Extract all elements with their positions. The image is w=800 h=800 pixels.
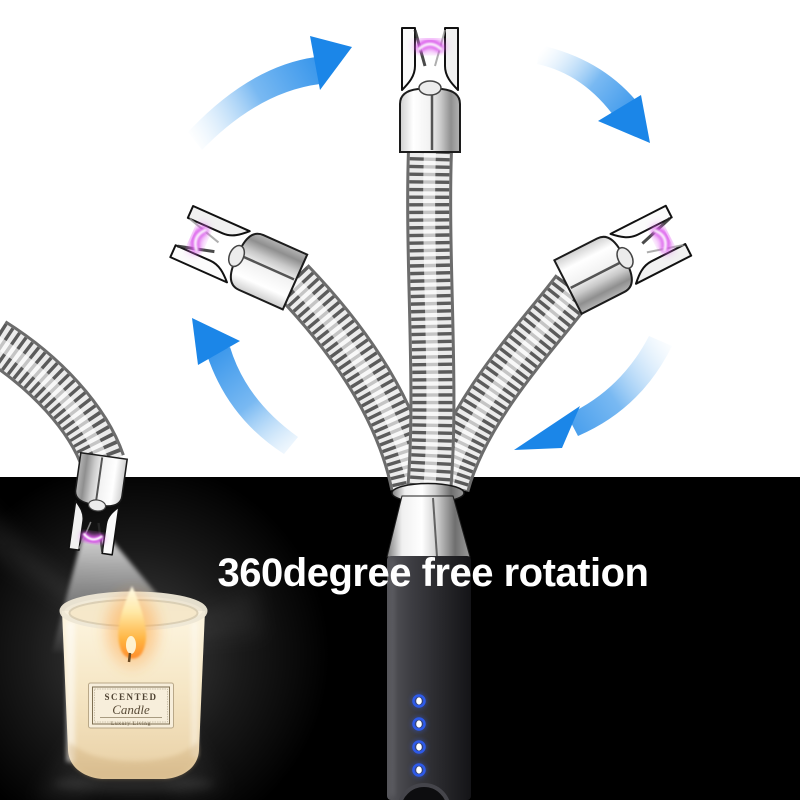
- lighter-handle: [387, 556, 471, 800]
- scented-candle: SCENTED Candle Luxury Living: [53, 584, 213, 793]
- headline-text: 360degree free rotation: [217, 551, 649, 595]
- lighter-body: [386, 482, 471, 800]
- rotation-arrow-bottom-right: [514, 336, 672, 450]
- ignition-button: [398, 783, 450, 800]
- rotation-arrow-top-right: [537, 45, 650, 143]
- led-indicator: [412, 763, 426, 777]
- led-indicator: [416, 766, 422, 774]
- jar-bottom-shade: [68, 742, 199, 779]
- candle-label-tagline: Luxury Living: [111, 721, 151, 727]
- flex-neck-center: [429, 150, 432, 492]
- led-indicator: [416, 720, 422, 728]
- rotation-arrow-bottom-left: [192, 318, 298, 454]
- candle-flame: [118, 586, 146, 659]
- candle-shadow: [53, 775, 213, 793]
- handle-highlight: [390, 560, 395, 796]
- led-indicator: [412, 694, 426, 708]
- glass-highlight: [66, 622, 75, 762]
- candle-label-brand: SCENTED: [104, 692, 157, 702]
- led-indicators: [411, 693, 427, 778]
- led-indicator: [412, 740, 426, 754]
- candle-label-name: Candle: [112, 702, 150, 717]
- led-indicator: [416, 697, 422, 705]
- chrome-cone: [386, 495, 471, 558]
- led-indicator: [412, 717, 426, 731]
- candle-label: SCENTED Candle Luxury Living: [88, 682, 174, 729]
- candle-wick: [127, 652, 132, 663]
- led-indicator: [416, 743, 422, 751]
- rotation-arrow-top-left: [188, 36, 352, 150]
- flame-core: [126, 636, 136, 654]
- glass-highlight: [191, 622, 198, 757]
